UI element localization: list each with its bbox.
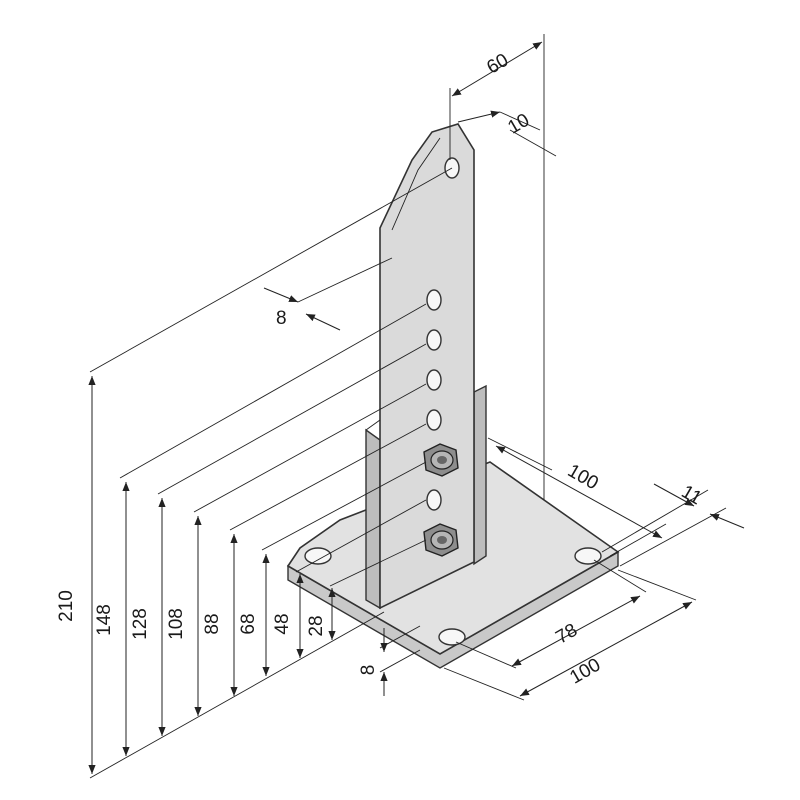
post-hole-2 <box>426 329 442 351</box>
dim-label-28: 28 <box>306 615 327 636</box>
dim-label-88: 88 <box>202 613 223 634</box>
post-hole-1 <box>426 289 442 311</box>
dim-label-8-thickness: 8 <box>358 665 379 676</box>
dim-label-148: 148 <box>94 604 115 636</box>
dim-label-210: 210 <box>56 590 77 622</box>
dimension-lines <box>88 34 745 779</box>
dim-label-68: 68 <box>238 613 259 634</box>
dim-label-108: 108 <box>166 608 187 640</box>
dim-label-48: 48 <box>272 613 293 634</box>
base-hole-left <box>304 547 332 565</box>
post-hole-3 <box>426 369 442 391</box>
dim-label-78: 78 <box>552 620 581 649</box>
post-hole-4 <box>426 409 442 431</box>
dim-label-128: 128 <box>130 608 151 640</box>
dim-label-8-slot: 8 <box>276 308 287 329</box>
dim-label-10: 10 <box>504 110 533 139</box>
nut-upper <box>423 443 459 477</box>
dim-label-100-depth: 100 <box>564 460 602 494</box>
post-hole-5 <box>426 489 442 511</box>
nut-lower <box>423 523 459 557</box>
base-hole-front <box>438 628 466 646</box>
dim-label-100-width: 100 <box>566 654 604 688</box>
